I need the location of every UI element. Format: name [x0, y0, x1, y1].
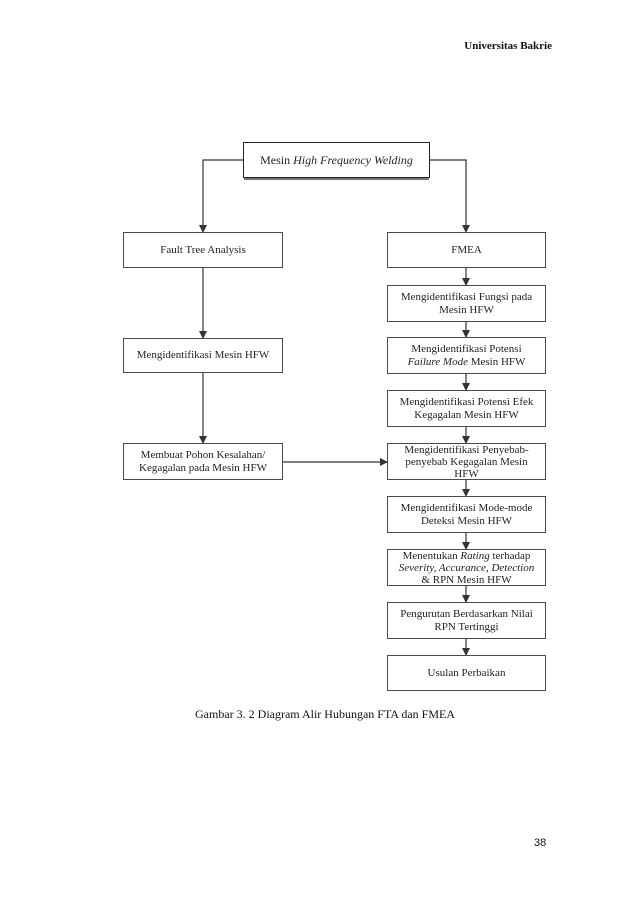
identify-machine-box: Mengidentifikasi Mesin HFW: [123, 338, 283, 373]
step-identify-function: Mengidentifikasi Fungsi pada Mesin HFW: [387, 285, 546, 322]
step-determine-rating: Menentukan Rating terhadap Severity, Acc…: [387, 549, 546, 586]
fta-box: Fault Tree Analysis: [123, 232, 283, 268]
step-identify-failure-mode: Mengidentifikasi Potensi Failure Mode Me…: [387, 337, 546, 374]
step-sort-rpn: Pengurutan Berdasarkan Nilai RPN Terting…: [387, 602, 546, 639]
machine-box: Mesin High Frequency Welding: [243, 142, 430, 178]
arrow-top-to-fmea: [430, 159, 470, 233]
step-improvement-proposal: Usulan Perbaikan: [387, 655, 546, 691]
page-number: 38: [534, 837, 547, 849]
arrow-top-to-fta: [199, 159, 243, 233]
step-identify-failure-cause: Mengidentifikasi Penyebab- penyebab Kega…: [387, 443, 546, 480]
step-identify-failure-effect: Mengidentifikasi Potensi Efek Kegagalan …: [387, 390, 546, 427]
machine-box-label: Mesin High Frequency Welding: [260, 152, 413, 167]
step-identify-detection-mode: Mengidentifikasi Mode-mode Deteksi Mesin…: [387, 496, 546, 533]
fmea-box: FMEA: [387, 232, 546, 268]
fault-tree-box: Membuat Pohon Kesalahan/ Kegagalan pada …: [123, 443, 283, 480]
running-header: Universitas Bakrie: [464, 40, 552, 52]
figure-caption: Gambar 3. 2 Diagram Alir Hubungan FTA da…: [195, 707, 456, 721]
